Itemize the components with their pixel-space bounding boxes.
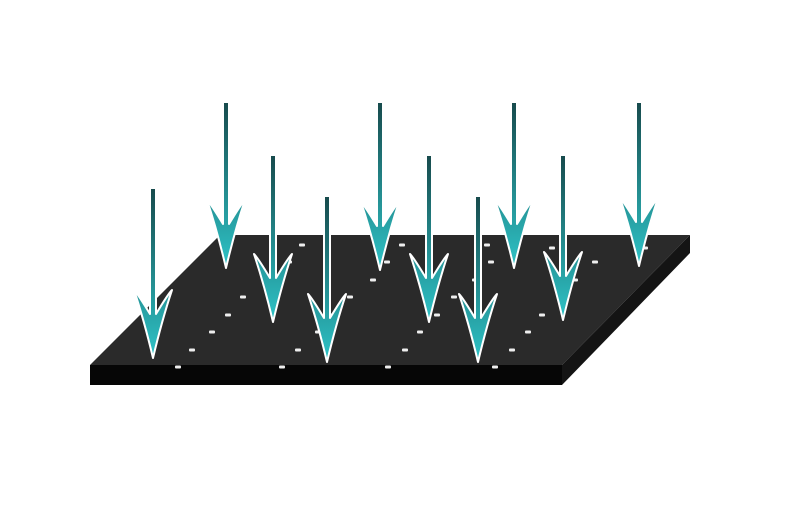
surface-dot	[189, 348, 195, 352]
surface-dot	[385, 365, 391, 369]
surface-dot	[384, 260, 390, 264]
surface-dot	[539, 313, 545, 317]
surface-dot	[451, 295, 457, 299]
surface-dot	[347, 295, 353, 299]
surface-dot	[492, 365, 498, 369]
surface-dot	[417, 330, 423, 334]
down-arrow-icon	[133, 187, 173, 359]
surface-dot	[399, 243, 405, 247]
surface-dot	[549, 246, 555, 250]
slab-top-face	[90, 235, 690, 365]
surface-dot	[209, 330, 215, 334]
slab-surface	[90, 235, 690, 385]
down-arrow-icon	[543, 154, 583, 321]
surface-dot	[240, 295, 246, 299]
surface-dot	[295, 348, 301, 352]
surface-dot	[592, 260, 598, 264]
surface-dot	[370, 278, 376, 282]
down-arrow-icon	[360, 101, 400, 271]
down-arrow-icon	[458, 195, 498, 363]
down-arrow-icon	[206, 101, 246, 269]
surface-dot	[525, 330, 531, 334]
surface-dot	[509, 348, 515, 352]
slab-right-face	[562, 235, 690, 385]
surface-dot	[402, 348, 408, 352]
surface-dot	[484, 243, 490, 247]
surface-dot	[299, 243, 305, 247]
surface-dot	[434, 313, 440, 317]
down-arrow-icon	[494, 101, 534, 269]
down-arrow-icon	[409, 154, 449, 323]
arrow-group	[133, 101, 659, 363]
slab-front-face	[90, 365, 562, 385]
down-arrow-icon	[619, 101, 659, 267]
down-arrow-icon	[253, 154, 293, 323]
down-arrow-icon	[307, 195, 347, 363]
surface-dot	[488, 260, 494, 264]
surface-dot	[225, 313, 231, 317]
surface-dot	[279, 365, 285, 369]
surface-dot	[175, 365, 181, 369]
